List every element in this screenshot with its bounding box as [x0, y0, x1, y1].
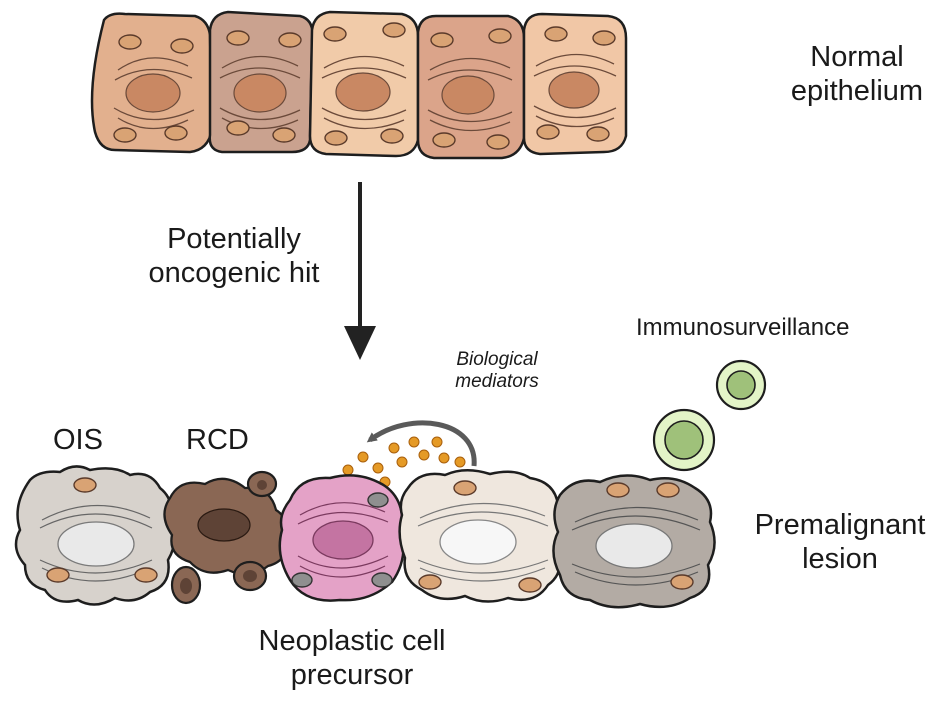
- mitochondrion: [453, 480, 477, 496]
- neoplastic-precursor-label-line-2: precursor: [290, 659, 414, 692]
- er-membranes: [571, 506, 701, 586]
- rcd-label: RCD: [186, 424, 249, 456]
- mitochondrion: [656, 482, 680, 498]
- oncogenic-hit-label-line-2: oncogenic hit: [148, 257, 320, 290]
- normal-epithelium-label: Normal epithelium: [772, 40, 942, 108]
- normal-epithelium-label-line-2: epithelium: [790, 75, 924, 108]
- er-membranes: [533, 53, 617, 128]
- nucleus: [439, 519, 517, 565]
- normal-epithelium-label-line-1: Normal: [810, 41, 904, 73]
- mitochondrion: [170, 38, 194, 54]
- oncogenic-hit-label: Potentially oncogenic hit: [124, 222, 344, 290]
- mediator-signal: [342, 420, 477, 488]
- mitochondrion: [226, 30, 250, 46]
- normal-cell-4: [416, 14, 526, 160]
- er-membranes: [39, 504, 153, 582]
- mitochondrion: [430, 32, 454, 48]
- rcd-blob-core: [243, 570, 257, 582]
- nucleus: [312, 520, 374, 560]
- nucleus: [335, 72, 391, 112]
- nucleus: [548, 71, 600, 109]
- normal-cell-1: [90, 12, 214, 154]
- er-membranes: [219, 55, 301, 130]
- rcd-core: [197, 508, 251, 542]
- mitochondrion: [432, 132, 456, 148]
- neoplastic-precursor-cell: [278, 474, 405, 602]
- er-membranes: [427, 57, 513, 132]
- nucleus: [125, 73, 181, 113]
- normal-cell-5: [522, 12, 628, 156]
- mitochondrion: [164, 125, 188, 141]
- normal-cell-3: [308, 10, 420, 158]
- neoplastic-precursor-label-line-1: Neoplastic cell: [258, 625, 446, 657]
- mitochondrion: [113, 127, 137, 143]
- rcd-cell-fragments: [163, 470, 287, 605]
- mitochondrion: [134, 567, 158, 583]
- mitochondrion: [324, 130, 348, 146]
- rcd-blob-core: [180, 578, 192, 594]
- nucleus: [233, 73, 287, 113]
- er-membranes: [297, 502, 389, 578]
- mitochondrion: [367, 492, 389, 508]
- normal-cell-2: [208, 10, 314, 154]
- biological-mediators-label: Biological mediators: [440, 349, 554, 394]
- premalignant-lesion-label-line-1: Premalignant: [754, 509, 926, 541]
- rcd-blob-core: [257, 480, 267, 490]
- mitochondrion: [380, 128, 404, 144]
- mitochondrion: [536, 124, 560, 140]
- mitochondrion: [606, 482, 630, 498]
- mitochondrion: [291, 572, 313, 588]
- oncogenic-hit-arrow: [344, 182, 376, 360]
- nucleus: [595, 523, 673, 569]
- er-membranes: [113, 57, 195, 130]
- er-membranes: [321, 55, 407, 130]
- mitochondrion: [488, 28, 512, 44]
- mitochondrion: [278, 32, 302, 48]
- nucleus: [441, 75, 495, 115]
- immune-cell-large-core: [664, 420, 704, 460]
- mitochondrion: [518, 577, 542, 593]
- mitochondrion: [544, 26, 568, 42]
- premalignant-lesion-label-line-2: lesion: [802, 543, 878, 576]
- immune-cells: [652, 359, 767, 472]
- mitochondrion: [592, 30, 616, 46]
- mediator-dots: [342, 436, 466, 488]
- mitochondrion: [73, 477, 97, 493]
- nucleus: [57, 521, 135, 567]
- er-membranes: [417, 502, 549, 582]
- immunosurveillance-label: Immunosurveillance: [636, 314, 850, 341]
- normal-epithelium: [90, 10, 628, 160]
- biological-mediators-label-line-2: mediators: [455, 371, 539, 393]
- immune-cell-small-core: [726, 370, 756, 400]
- mitochondrion: [418, 574, 442, 590]
- oncogenic-hit-label-line-1: Potentially: [167, 223, 301, 255]
- mitochondrion: [382, 22, 406, 38]
- ois-label: OIS: [53, 424, 103, 456]
- premalignant-cell-2: [552, 474, 716, 609]
- mitochondrion: [486, 134, 510, 150]
- mitochondrion: [118, 34, 142, 50]
- biological-mediators-label-line-1: Biological: [456, 349, 538, 370]
- mitochondrion: [46, 567, 70, 583]
- curved-arrow: [366, 420, 477, 467]
- mitochondrion: [226, 120, 250, 136]
- ois-cell: [14, 465, 176, 606]
- neoplastic-precursor-label: Neoplastic cell precursor: [212, 624, 492, 692]
- mitochondrion: [670, 574, 694, 590]
- mitochondrion: [586, 126, 610, 142]
- premalignant-lesion-label: Premalignant lesion: [740, 508, 940, 576]
- mitochondrion: [371, 572, 393, 588]
- premalignant-cell-1: [398, 469, 566, 603]
- mitochondrion: [323, 26, 347, 42]
- mitochondrion: [272, 127, 296, 143]
